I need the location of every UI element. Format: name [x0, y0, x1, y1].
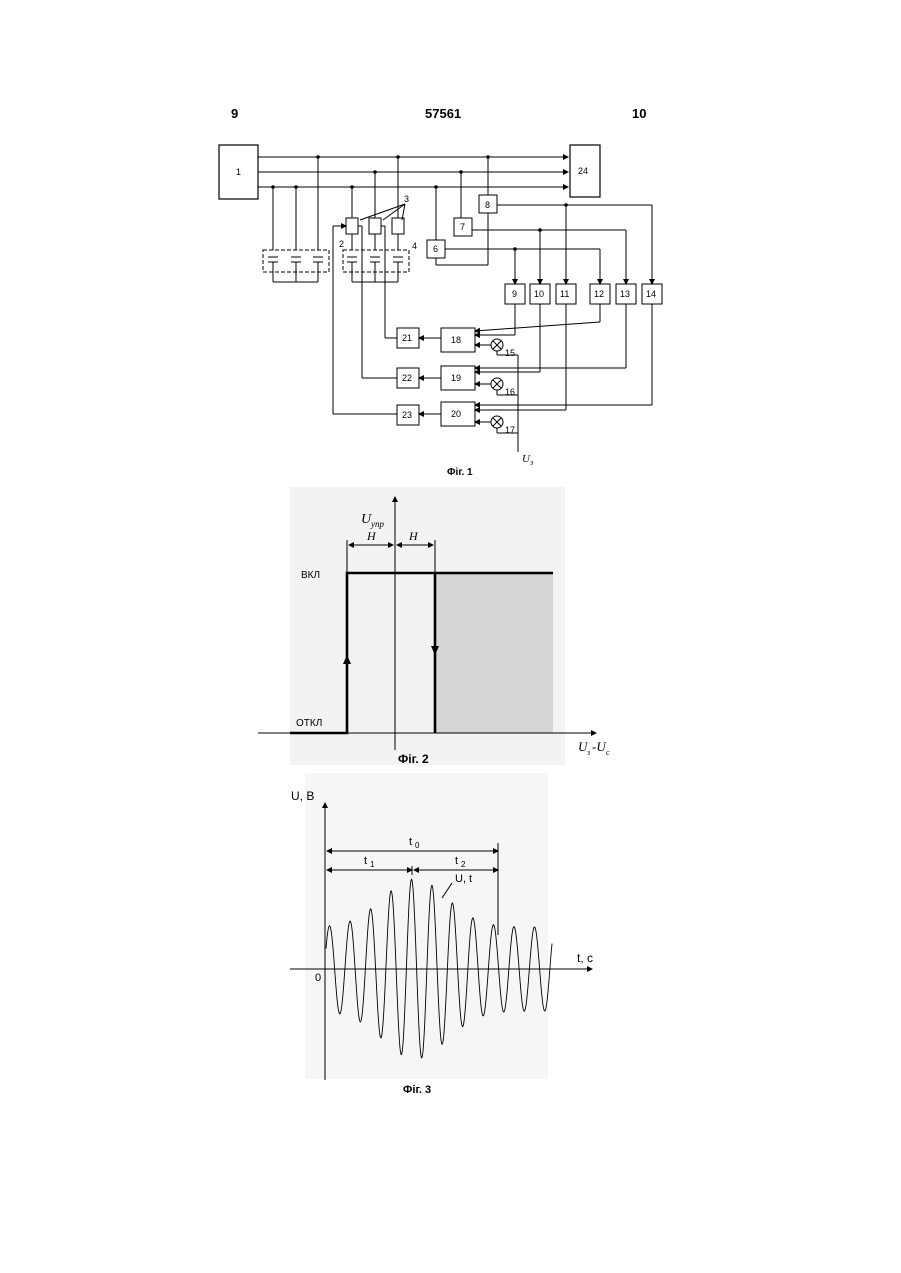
label-block-8: 8 — [485, 200, 490, 210]
label-block-20: 20 — [451, 409, 461, 419]
label-block-9: 9 — [512, 289, 517, 299]
fig3-t1-sub: 1 — [370, 860, 375, 869]
label-summator-16: 16 — [505, 387, 515, 397]
label-block-11: 11 — [560, 289, 569, 299]
fig2-caption: Фіг. 2 — [398, 752, 429, 766]
fig3-t2-sub: 2 — [461, 860, 466, 869]
fig3-t0: t — [409, 836, 412, 848]
fig3-y-label: U, B — [291, 789, 314, 803]
label-block-24: 24 — [578, 166, 588, 176]
label-block-19: 19 — [451, 373, 461, 383]
fig3-oscillogram — [290, 773, 592, 1080]
fig2-level-off: ОТКЛ — [296, 718, 322, 729]
label-block-12: 12 — [594, 289, 604, 299]
fig3-curve-label: U, t — [455, 873, 472, 885]
label-4: 4 — [412, 241, 417, 251]
label-block-10: 10 — [534, 289, 544, 299]
fig3-caption: Фіг. 3 — [403, 1084, 431, 1096]
fig3-x-label: t, c — [577, 951, 593, 965]
fig3-t2: t — [455, 855, 458, 867]
fig2-x-sub-b: c — [606, 748, 610, 757]
fig1-block-diagram — [258, 157, 662, 452]
fig2-x-sub-a: з — [586, 748, 590, 757]
fig2-level-on: ВКЛ — [301, 570, 320, 581]
label-summator-17: 17 — [505, 425, 515, 435]
label-block-23: 23 — [402, 410, 412, 420]
fig2-shaded-region — [435, 573, 553, 733]
label-block-22: 22 — [402, 373, 412, 383]
label-2: 2 — [339, 239, 344, 249]
label-block-1: 1 — [236, 167, 241, 177]
fig3-t0-sub: 0 — [415, 841, 420, 850]
fig2-h-left: H — [366, 529, 377, 543]
label-summator-15: 15 — [505, 348, 515, 358]
label-block-21: 21 — [402, 333, 412, 343]
fig1-labels: 1 2 3 4 6 7 8 9 10 11 12 13 14 15 16 17 … — [236, 166, 656, 467]
label-block-18: 18 — [451, 335, 461, 345]
label-block-13: 13 — [620, 289, 630, 299]
label-uz-sub: з — [529, 458, 533, 467]
label-block-14: 14 — [646, 289, 656, 299]
label-block-7: 7 — [460, 222, 465, 232]
label-3: 3 — [404, 194, 409, 204]
fig2-h-right: H — [408, 529, 419, 543]
fig1-junctions — [271, 155, 568, 251]
fig1-caption: Фіг. 1 — [447, 467, 473, 478]
fig2-y-sub: упр — [370, 519, 384, 529]
label-block-6: 6 — [433, 244, 438, 254]
fig3-origin: 0 — [315, 972, 321, 984]
fig3-t1: t — [364, 855, 367, 867]
